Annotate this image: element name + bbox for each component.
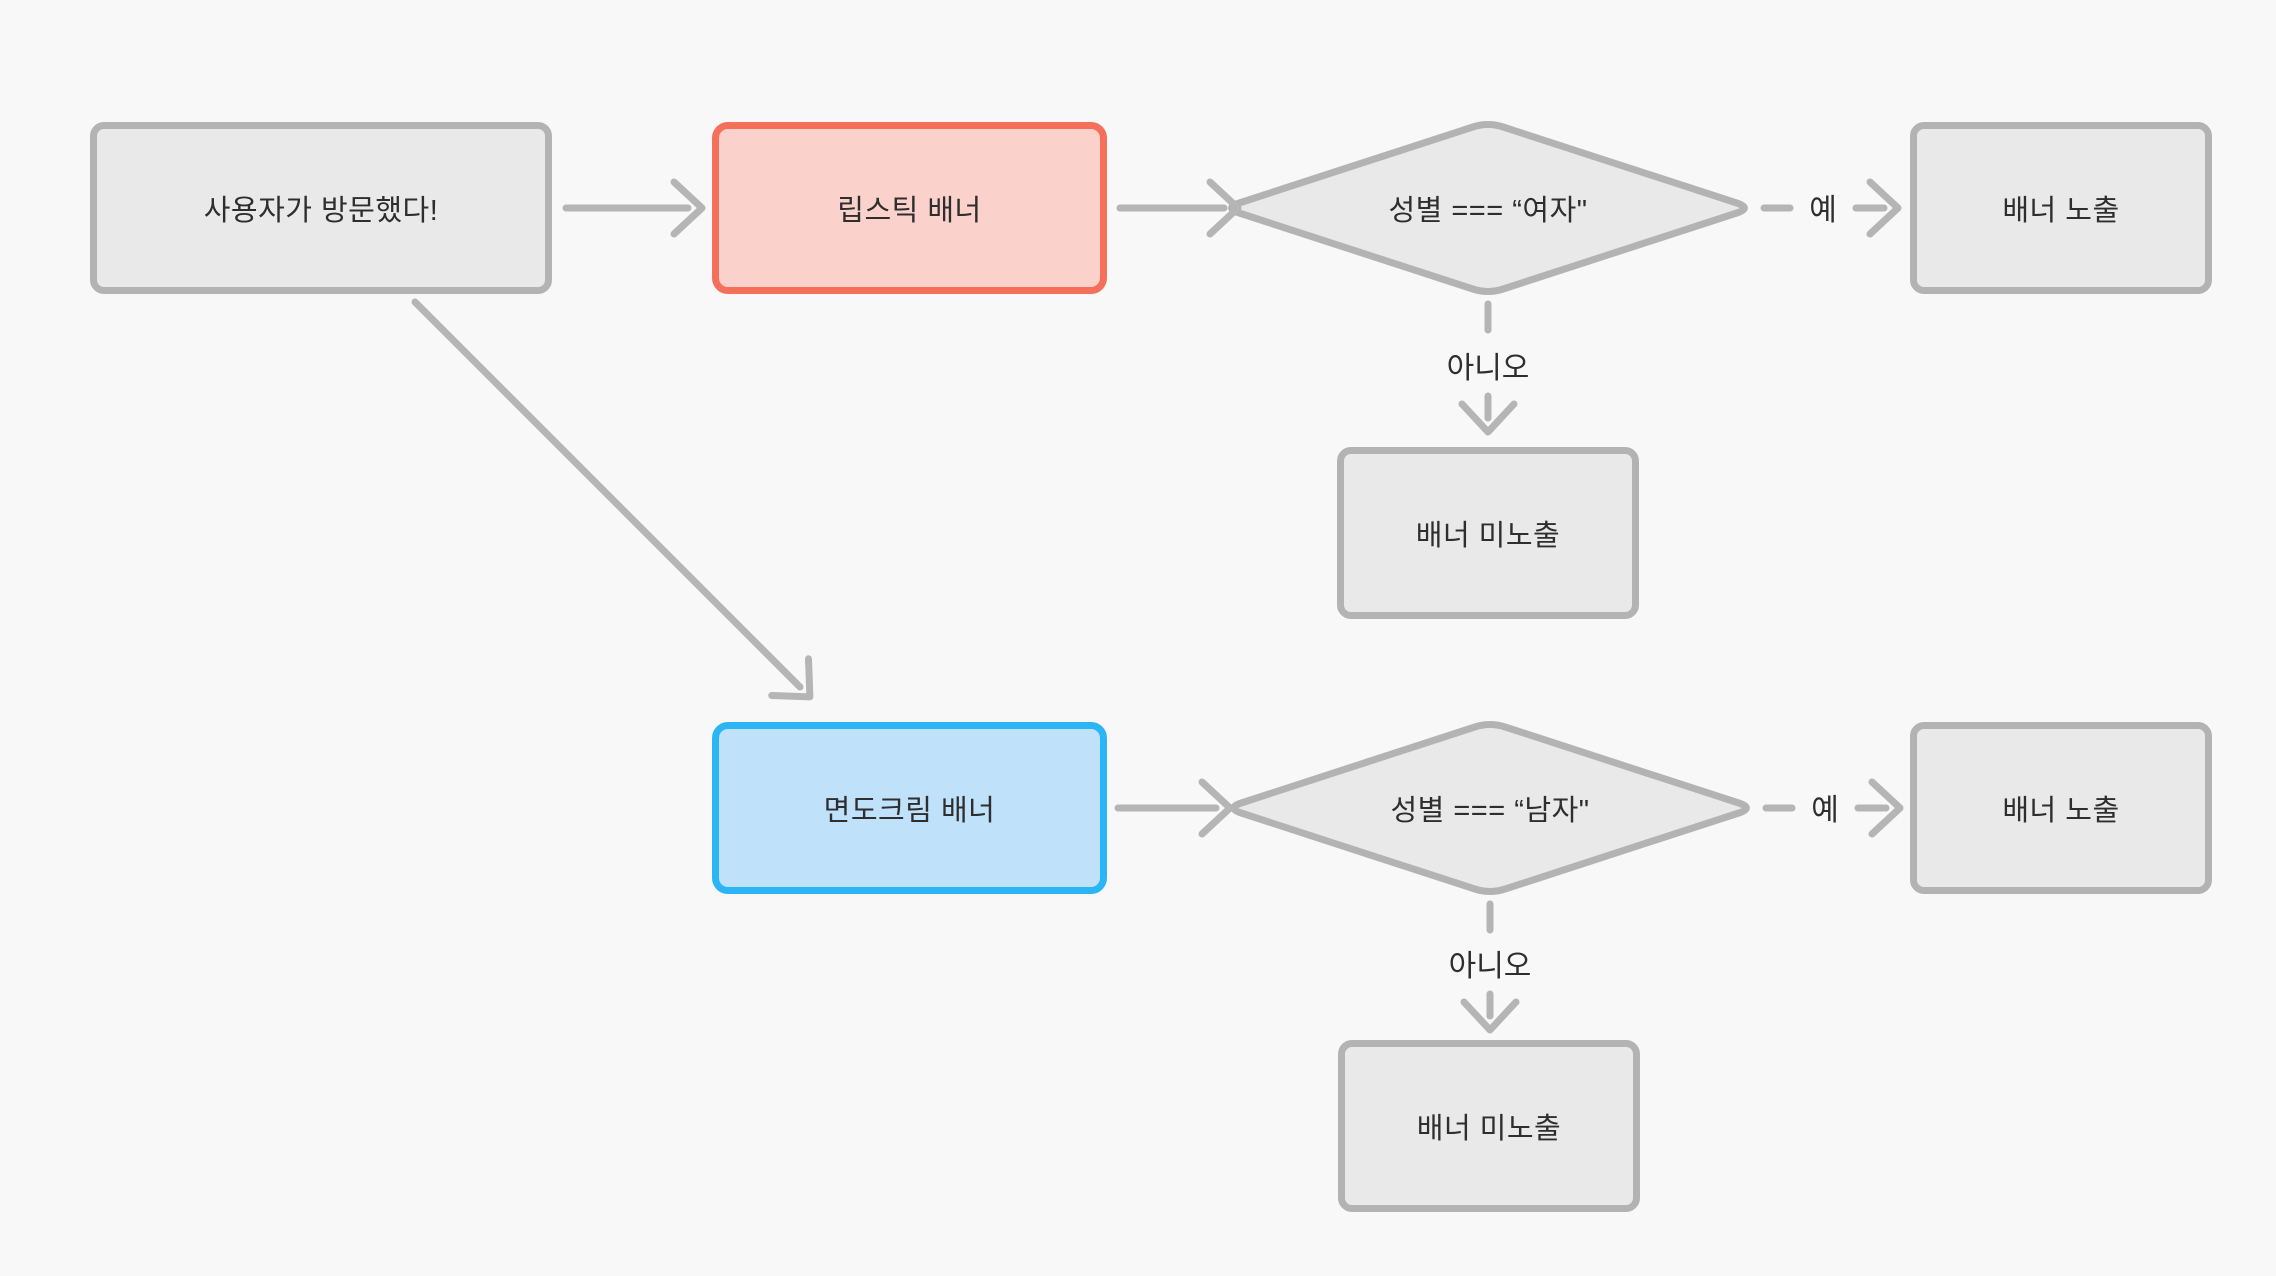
edge-label-yes-bottom: 예: [1811, 794, 1839, 827]
node-shaving-cream-banner-label: 면도크림 배너: [823, 795, 996, 827]
node-lipstick-banner[interactable]: 립스틱 배너: [712, 122, 1107, 294]
node-lipstick-banner-label: 립스틱 배너: [837, 195, 982, 227]
node-banner-hidden-bottom[interactable]: 배너 미노출: [1338, 1040, 1640, 1212]
edge-label-yes-top: 예: [1809, 194, 1837, 227]
edge-start-to-shaving[interactable]: [411, 298, 814, 701]
edge-label-no-top: 아니오: [1446, 352, 1530, 385]
node-start[interactable]: 사용자가 방문했다!: [90, 122, 552, 294]
node-start-label: 사용자가 방문했다!: [203, 195, 439, 227]
node-banner-shown-top-label: 배너 노출: [2002, 195, 2120, 227]
edge-label-no-bottom: 아니오: [1448, 950, 1532, 983]
node-banner-shown-top[interactable]: 배너 노출: [1910, 122, 2212, 294]
node-banner-hidden-top-label: 배너 미노출: [1415, 520, 1561, 552]
node-banner-shown-bottom-label: 배너 노출: [2002, 795, 2120, 827]
node-banner-hidden-bottom-label: 배너 미노출: [1416, 1113, 1562, 1145]
node-banner-shown-bottom[interactable]: 배너 노출: [1910, 722, 2212, 894]
node-shaving-cream-banner[interactable]: 면도크림 배너: [712, 722, 1107, 894]
decision-male-label: 성별 === “남자": [1390, 795, 1590, 827]
decision-female-label: 성별 === “여자": [1388, 195, 1588, 227]
node-banner-hidden-top[interactable]: 배너 미노출: [1337, 447, 1639, 619]
